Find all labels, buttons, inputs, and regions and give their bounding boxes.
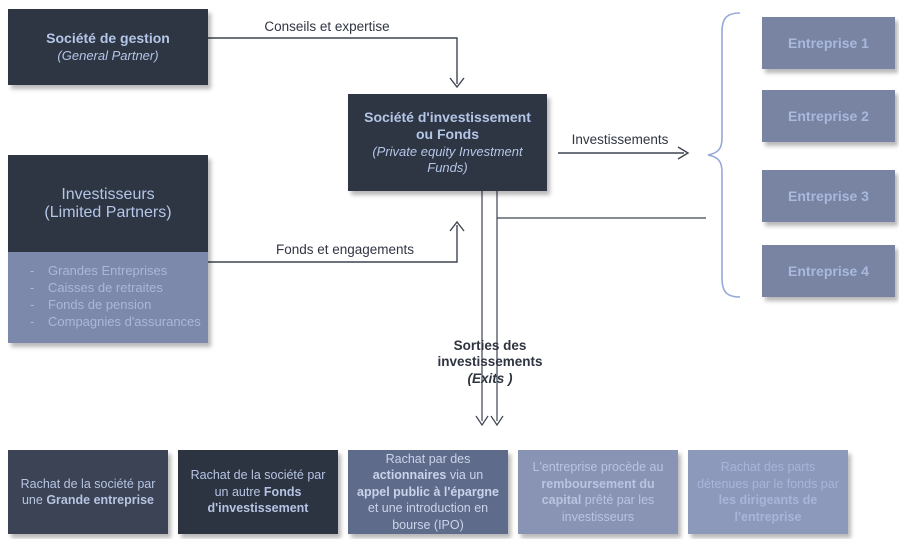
sorties-label: Sorties des investissements (Exits )	[414, 338, 566, 387]
sorties-line1: Sorties des	[453, 338, 527, 353]
gestion-box: Société de gestion (General Partner)	[8, 9, 208, 85]
exit-remboursement-box: L'entreprise procède au remboursement du…	[518, 450, 678, 534]
investisseurs-header: Investisseurs (Limited Partners)	[8, 155, 208, 252]
gestion-subtitle: (General Partner)	[57, 47, 159, 63]
list-item: Caisses de retraites	[8, 279, 208, 296]
investissements-label: Investissements	[571, 132, 669, 147]
investisseurs-list: Grandes Entreprises Caisses de retraites…	[8, 262, 208, 331]
conseils-label: Conseils et expertise	[264, 19, 390, 34]
exit-text: Rachat par des actionnaires via un appel…	[357, 451, 499, 532]
entreprise-3-box: Entreprise 3	[762, 170, 895, 222]
exit-arrowhead-right-icon	[490, 415, 504, 427]
list-item: Fonds de pension	[8, 296, 208, 313]
list-item: Grandes Entreprises	[8, 262, 208, 279]
sorties-line3: (Exits )	[467, 370, 513, 386]
investisseurs-types-panel: Grandes Entreprises Caisses de retraites…	[8, 252, 208, 343]
conseils-arrowhead-icon	[449, 77, 465, 89]
fonds-engagements-label: Fonds et engagements	[275, 242, 415, 257]
exit-text: Rachat de la société par une Grande entr…	[20, 476, 156, 508]
exit-text: L'entreprise procède au remboursement du…	[532, 460, 664, 524]
entreprises-brace	[707, 12, 741, 298]
gestion-title: Société de gestion	[46, 30, 170, 47]
list-item: Compagnies d'assurances	[8, 313, 208, 330]
entreprise-4-box: Entreprise 4	[762, 245, 895, 297]
exit-ipo-box: Rachat par des actionnaires via un appel…	[348, 450, 508, 534]
entreprise-1-box: Entreprise 1	[762, 17, 895, 69]
exit-arrowhead-left-icon	[475, 415, 489, 427]
engagements-arrowhead-icon	[449, 220, 465, 232]
fonds-subtitle: (Private equity Investment Funds)	[372, 143, 523, 175]
investissements-arrowhead-icon	[677, 146, 690, 160]
exit-fonds-investissement-box: Rachat de la société par un autre Fonds …	[178, 450, 338, 534]
investisseurs-box: Investisseurs (Limited Partners) Grandes…	[8, 155, 208, 343]
exit-text: Rachat de la société par un autre Fonds …	[190, 468, 326, 516]
exit-dirigeants-box: Rachat des parts détenues par le fonds p…	[688, 450, 848, 534]
investisseurs-subtitle: (Limited Partners)	[44, 203, 172, 221]
entreprise-2-box: Entreprise 2	[762, 90, 895, 142]
sorties-line2: investissements	[437, 354, 543, 370]
investisseurs-title: Investisseurs	[61, 185, 155, 203]
exit-text: Rachat des parts détenues par le fonds p…	[697, 460, 839, 524]
exit-grande-entreprise-box: Rachat de la société par une Grande entr…	[8, 450, 168, 534]
fonds-box: Société d'investissement ou Fonds (Priva…	[348, 94, 547, 191]
engagements-arrow-line	[208, 225, 458, 263]
conseils-arrow-line	[208, 37, 458, 84]
fonds-title: Société d'investissement ou Fonds	[364, 108, 531, 143]
